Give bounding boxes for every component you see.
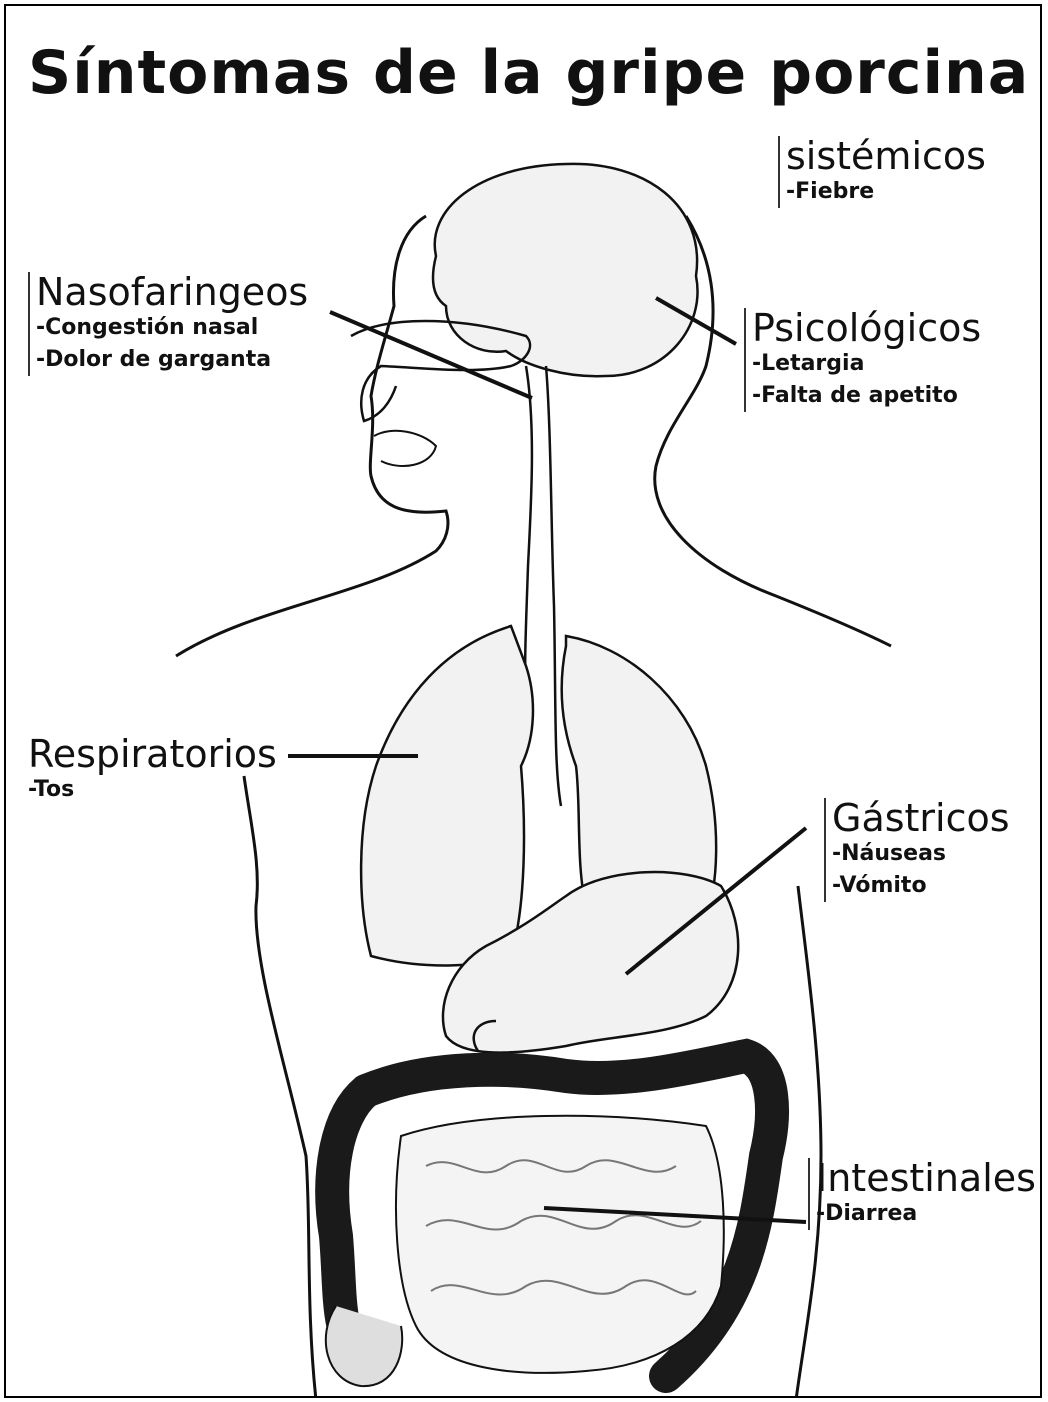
lung-left	[361, 626, 533, 965]
symptom-congestion-nasal: -Congestión nasal	[36, 312, 308, 344]
heading-sistemicos: sistémicos	[786, 136, 986, 176]
label-group-nasofaringeos: Nasofaringeos -Congestión nasal -Dolor d…	[28, 272, 308, 376]
symptom-tos: -Tos	[28, 774, 277, 806]
heading-nasofaringeos: Nasofaringeos	[36, 272, 308, 312]
label-group-psicologicos: Psicológicos -Letargia -Falta de apetito	[744, 308, 981, 412]
diagram-title: Síntomas de la gripe porcina	[28, 38, 1029, 108]
symptom-diarrea: -Diarrea	[816, 1198, 1036, 1230]
symptom-dolor-de-garganta: -Dolor de garganta	[36, 344, 308, 376]
diagram-frame: Síntomas de la gripe porcina sistémicos …	[4, 4, 1042, 1398]
label-group-sistemicos: sistémicos -Fiebre	[778, 136, 986, 208]
symptom-nauseas: -Náuseas	[832, 838, 1010, 870]
symptom-letargia: -Letargia	[752, 348, 981, 380]
heading-respiratorios: Respiratorios	[28, 734, 277, 774]
esophagus	[546, 366, 561, 806]
mouth	[374, 431, 436, 466]
label-group-gastricos: Gástricos -Náuseas -Vómito	[824, 798, 1010, 902]
cecum	[326, 1306, 402, 1386]
trachea	[525, 366, 532, 696]
label-group-respiratorios: Respiratorios -Tos	[28, 734, 277, 806]
symptom-falta-de-apetito: -Falta de apetito	[752, 380, 981, 412]
heading-gastricos: Gástricos	[832, 798, 1010, 838]
brain	[433, 164, 698, 376]
heading-psicologicos: Psicológicos	[752, 308, 981, 348]
torso-left	[244, 776, 316, 1398]
torso-right	[796, 886, 821, 1398]
symptom-vomito: -Vómito	[832, 870, 1010, 902]
heading-intestinales: Intestinales	[816, 1158, 1036, 1198]
label-group-intestinales: Intestinales -Diarrea	[808, 1158, 1036, 1230]
small-intestine	[396, 1116, 724, 1373]
symptom-fiebre: -Fiebre	[786, 176, 986, 208]
